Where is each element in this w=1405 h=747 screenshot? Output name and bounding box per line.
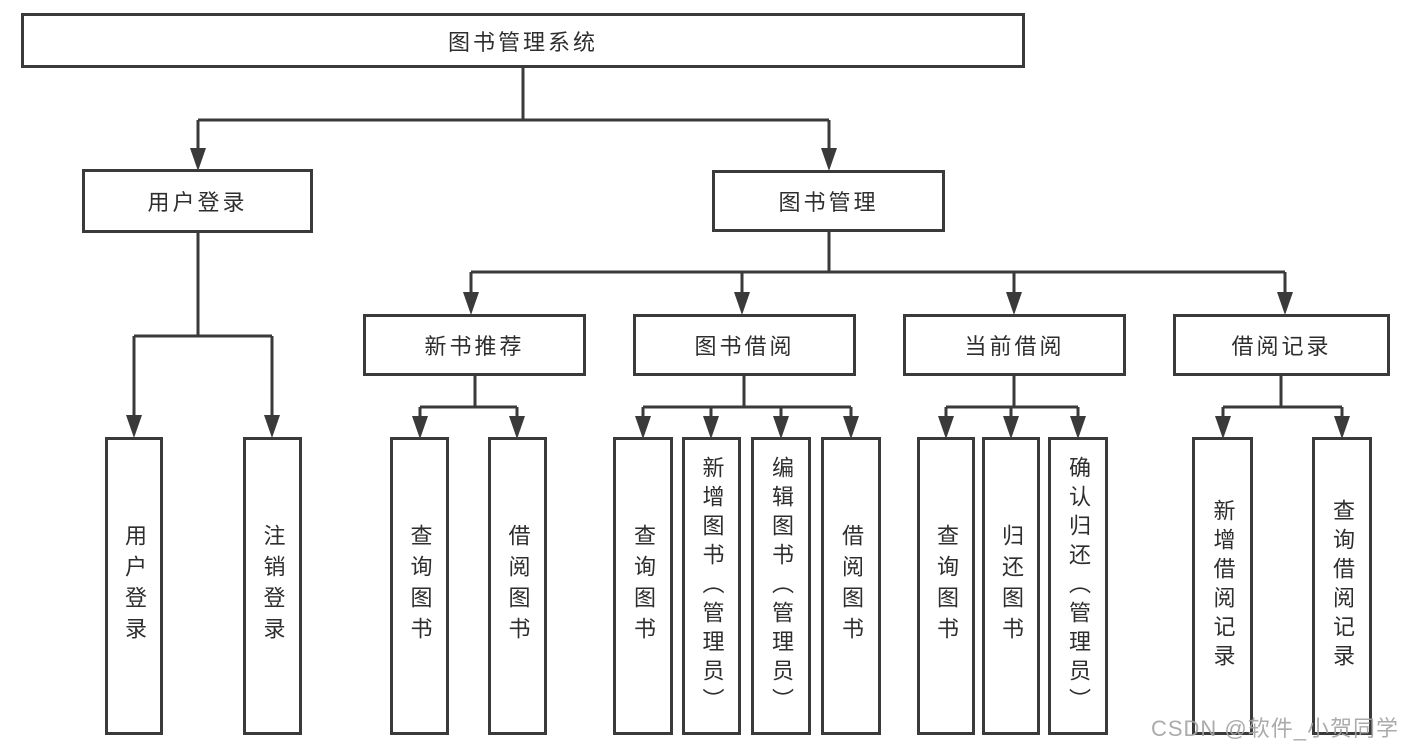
leaf-label: 查询图书 <box>934 524 959 648</box>
leaf-borrow-books: 借阅图书 <box>821 437 881 735</box>
leaf-borrow-books-recommend: 借阅图书 <box>488 437 547 735</box>
leaf-label: 确认归还（管理员） <box>1066 455 1091 717</box>
csdn-watermark: CSDN @软件_小贺同学 <box>1150 716 1399 741</box>
leaf-label: 借阅图书 <box>839 524 864 648</box>
node-user-login: 用户登录 <box>82 169 313 233</box>
leaf-confirm-return-admin: 确认归还（管理员） <box>1048 437 1108 735</box>
leaf-query-books-recommend: 查询图书 <box>390 437 449 735</box>
node-current-borrowing: 当前借阅 <box>903 314 1126 376</box>
leaf-query-borrow-record: 查询借阅记录 <box>1312 437 1372 735</box>
node-book-borrowing: 图书借阅 <box>633 314 856 376</box>
leaf-label: 查询图书 <box>631 524 656 648</box>
leaf-logout: 注销登录 <box>243 437 302 735</box>
leaf-query-books-current: 查询图书 <box>917 437 975 735</box>
leaf-label: 查询借阅记录 <box>1330 499 1355 673</box>
leaf-edit-book-admin: 编辑图书（管理员） <box>751 437 811 735</box>
leaf-add-borrow-record: 新增借阅记录 <box>1192 437 1253 735</box>
leaf-label: 归还图书 <box>999 524 1024 648</box>
leaf-label: 借阅图书 <box>505 524 531 648</box>
leaf-return-book: 归还图书 <box>982 437 1040 735</box>
leaf-user-login: 用户登录 <box>105 437 163 735</box>
node-new-book-recommend: 新书推荐 <box>363 314 586 376</box>
leaf-query-books-borrow: 查询图书 <box>613 437 673 735</box>
node-root-library-system: 图书管理系统 <box>21 13 1025 68</box>
node-borrowing-records: 借阅记录 <box>1173 314 1390 376</box>
leaf-label: 新增借阅记录 <box>1210 499 1236 673</box>
leaf-label: 注销登录 <box>260 524 286 648</box>
leaf-label: 新增图书（管理员） <box>699 455 725 717</box>
leaf-label: 查询图书 <box>407 524 433 648</box>
leaf-label: 用户登录 <box>122 524 147 648</box>
leaf-label: 编辑图书（管理员） <box>769 455 794 717</box>
leaf-add-book-admin: 新增图书（管理员） <box>682 437 741 735</box>
node-book-management: 图书管理 <box>712 170 945 232</box>
